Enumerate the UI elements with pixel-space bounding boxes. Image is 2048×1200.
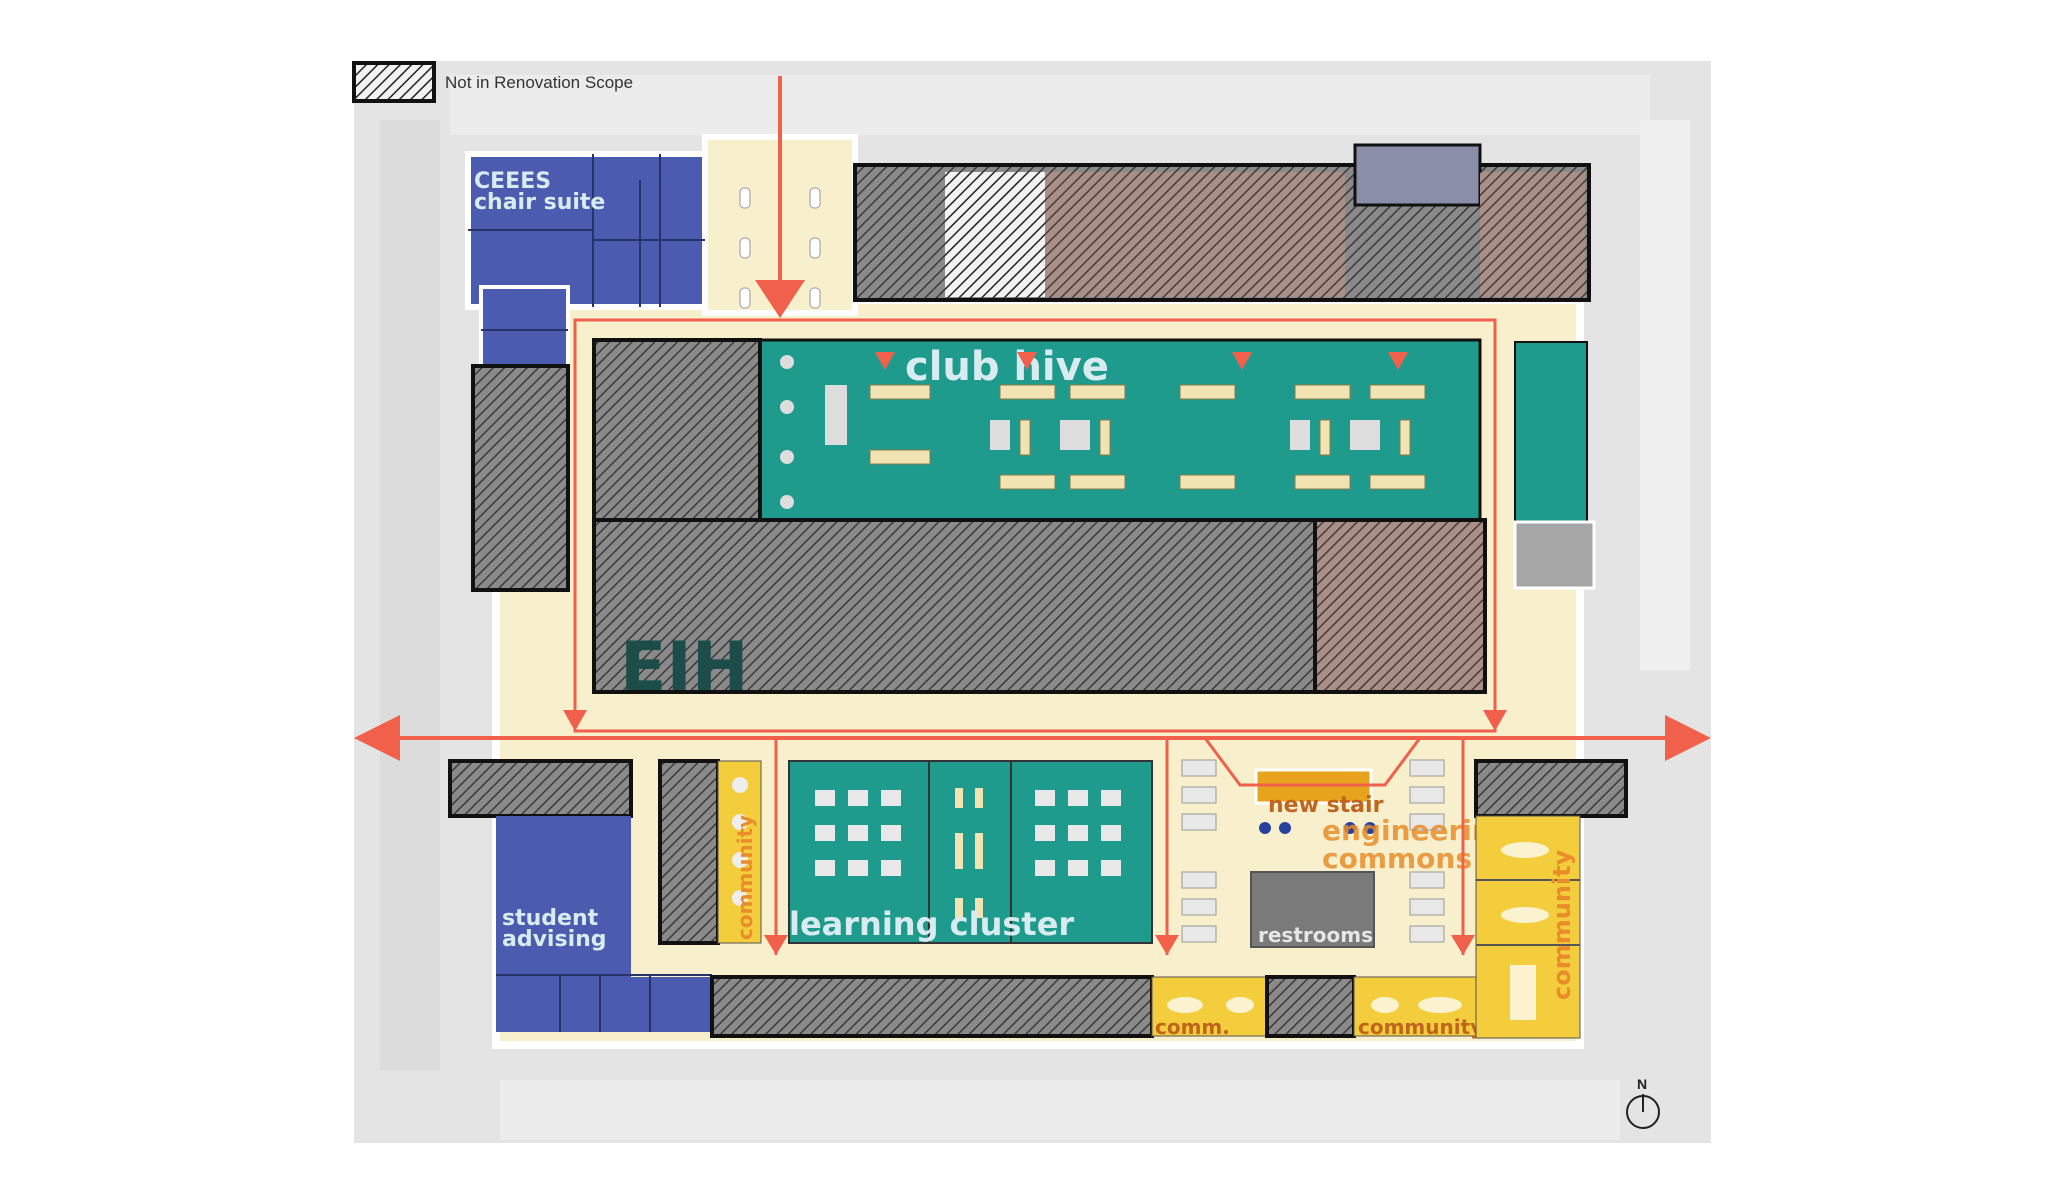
learning-cluster: learning cluster [788, 760, 1153, 944]
ceees-label-line2: chair suite [474, 190, 605, 215]
street-block [380, 120, 440, 1070]
arrow-west [354, 715, 400, 761]
out-of-scope-area [710, 975, 1154, 1038]
ceees-chair-suite: CEEES chair suite [465, 151, 708, 369]
restrooms-label: restrooms [1258, 923, 1373, 947]
restrooms [1250, 871, 1375, 948]
street-block [500, 1080, 1620, 1140]
new-stair: new stair [1254, 768, 1384, 818]
student-advising-label-line1: student [502, 906, 599, 931]
street-block [1640, 120, 1690, 670]
arrow-east [1665, 715, 1711, 761]
engineering-commons: new stair restrooms engineering commons [1181, 759, 1512, 948]
community-label-west: community [733, 815, 757, 940]
eih-out-of-scope-block: EIH [592, 338, 1487, 707]
club-hive: club hive [758, 338, 1482, 522]
learning-cluster-label: learning cluster [789, 905, 1074, 943]
north-out-of-scope-block [853, 143, 1591, 302]
north-label: N [1637, 1076, 1647, 1092]
new-stair-label: new stair [1268, 793, 1384, 818]
circulation-paths [380, 76, 1685, 955]
arrow-heads [354, 280, 1711, 955]
community-label-south: community [1358, 1015, 1483, 1039]
comm-label: comm. [1155, 1015, 1230, 1039]
community-rooms-south: comm. community [1151, 975, 1483, 1039]
student-advising-label-line2: advising [502, 927, 607, 952]
north-arrow-icon: N [1626, 1076, 1660, 1129]
student-advising: student advising [496, 816, 712, 1032]
legend-label: Not in Renovation Scope [445, 73, 633, 92]
club-hive-label: club hive [905, 344, 1109, 390]
out-of-scope-area [448, 759, 633, 818]
ceees-label-line1: CEEES [474, 169, 551, 194]
eih-label: EIH [620, 628, 749, 707]
community-label-east: community [1548, 849, 1576, 1000]
engineering-commons-label-line2: commons [1322, 842, 1472, 875]
legend: Not in Renovation Scope [352, 61, 633, 103]
east-service-room [1513, 520, 1596, 590]
arrow-down-north-entry [755, 280, 805, 318]
community-pods-west: community [717, 760, 762, 944]
community-rooms-east: community [1475, 815, 1581, 1039]
legend-hatch-swatch [352, 61, 436, 103]
columns [739, 187, 821, 309]
out-of-scope-area [658, 759, 720, 945]
street-block [450, 75, 1650, 135]
out-of-scope-area [1474, 759, 1628, 818]
east-teal-room [1514, 341, 1588, 523]
out-of-scope-area [471, 364, 570, 592]
